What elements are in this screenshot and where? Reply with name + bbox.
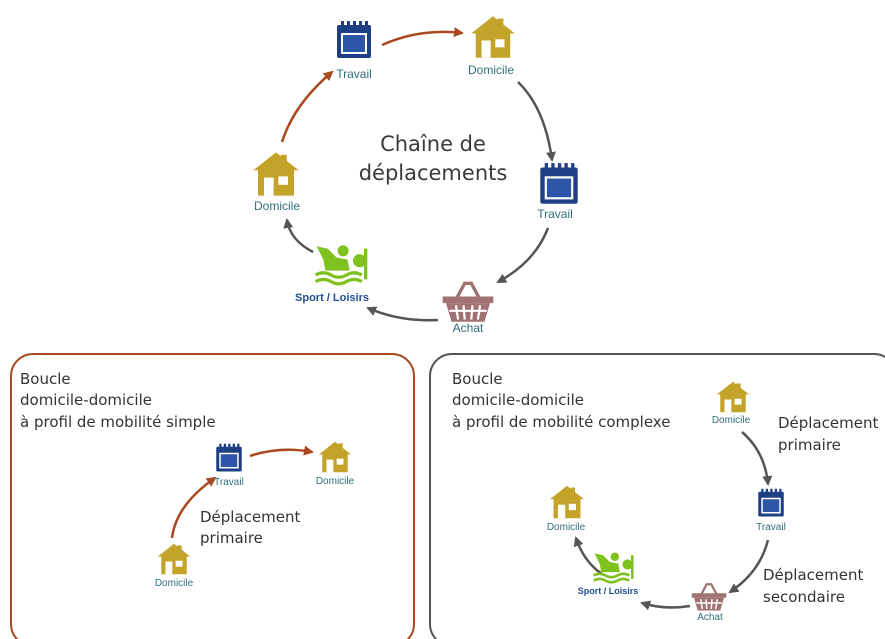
arrow-travail-to-domicile [381, 27, 464, 47]
basket-icon [690, 583, 728, 612]
house-icon [471, 16, 515, 58]
arrow-domicile-to-travail [170, 476, 217, 539]
complex-loop-border [429, 353, 885, 639]
calendar-icon [540, 163, 578, 204]
swimmer-icon [314, 243, 369, 286]
complex-node-achat: Achat [697, 612, 723, 623]
arrow-achat-to-sport [366, 306, 439, 322]
complex-loop-title-line1: Boucle [452, 370, 503, 388]
arrow-domicile-to-travail [517, 81, 556, 162]
arrow-sport-to-domicile [283, 218, 314, 254]
cycle-title-line2: déplacements [359, 161, 508, 185]
arrow-achat-to-sport [640, 600, 691, 611]
complex-loop-box: Boucle domicile-domicile à profil de mob… [429, 353, 885, 639]
cycle-title-line1: Chaîne de [380, 132, 486, 156]
simple-node-domicile-start: Domicile [155, 578, 194, 589]
node-label-domicile-top: Domicile [468, 63, 514, 77]
simple-node-domicile-end: Domicile [316, 476, 355, 487]
house-icon [157, 543, 191, 575]
complex-node-domicile-end: Domicile [547, 522, 586, 533]
simple-loop-title-line1: Boucle [20, 370, 71, 388]
complex-node-domicile-start: Domicile [712, 415, 751, 426]
complex-loop-title-line2: domicile-domicile [452, 391, 584, 409]
simple-loop-title-line3: à profil de mobilité simple [20, 413, 216, 431]
node-label-sport: Sport / Loisirs [295, 292, 369, 304]
simple-node-travail: Travail [214, 477, 244, 488]
simple-loop-box: Boucle domicile-domicile à profil de mob… [10, 353, 415, 639]
arrow-domicile-to-travail-left [280, 70, 334, 143]
house-icon [253, 152, 299, 196]
calendar-icon [758, 488, 784, 517]
complex-node-sport: Sport / Loisirs [578, 586, 639, 596]
calendar-icon [216, 443, 242, 472]
simple-loop-title-line2: domicile-domicile [20, 391, 152, 409]
simple-loop-border [10, 353, 415, 639]
house-icon [716, 381, 750, 413]
simple-move-line2: primaire [200, 529, 263, 547]
house-icon [318, 441, 352, 473]
complex-primary-line2: primaire [778, 436, 841, 454]
calendar-icon [337, 21, 371, 58]
arrow-travail-to-achat [496, 227, 550, 284]
complex-secondary-line1: Déplacement [763, 566, 863, 584]
arrow-travail-to-achat [728, 539, 770, 594]
simple-move-line1: Déplacement [200, 508, 300, 526]
arrow-travail-to-domicile [249, 445, 314, 458]
arrow-domicile-to-travail [741, 431, 773, 486]
basket-icon [441, 281, 495, 324]
complex-secondary-line2: secondaire [763, 588, 845, 606]
node-label-travail-top: Travail [336, 67, 372, 81]
house-icon [549, 485, 585, 519]
complex-primary-line1: Déplacement [778, 414, 878, 432]
main-cycle: Travail Domicile Travail Achat Sport / L… [253, 16, 578, 335]
swimmer-icon [592, 551, 635, 584]
node-label-travail-right: Travail [537, 207, 573, 221]
arrow-sport-to-domicile [573, 536, 603, 576]
node-label-achat: Achat [453, 321, 484, 335]
node-label-domicile-left: Domicile [254, 199, 300, 213]
complex-node-travail: Travail [756, 522, 786, 533]
complex-loop-title-line3: à profil de mobilité complexe [452, 413, 670, 431]
